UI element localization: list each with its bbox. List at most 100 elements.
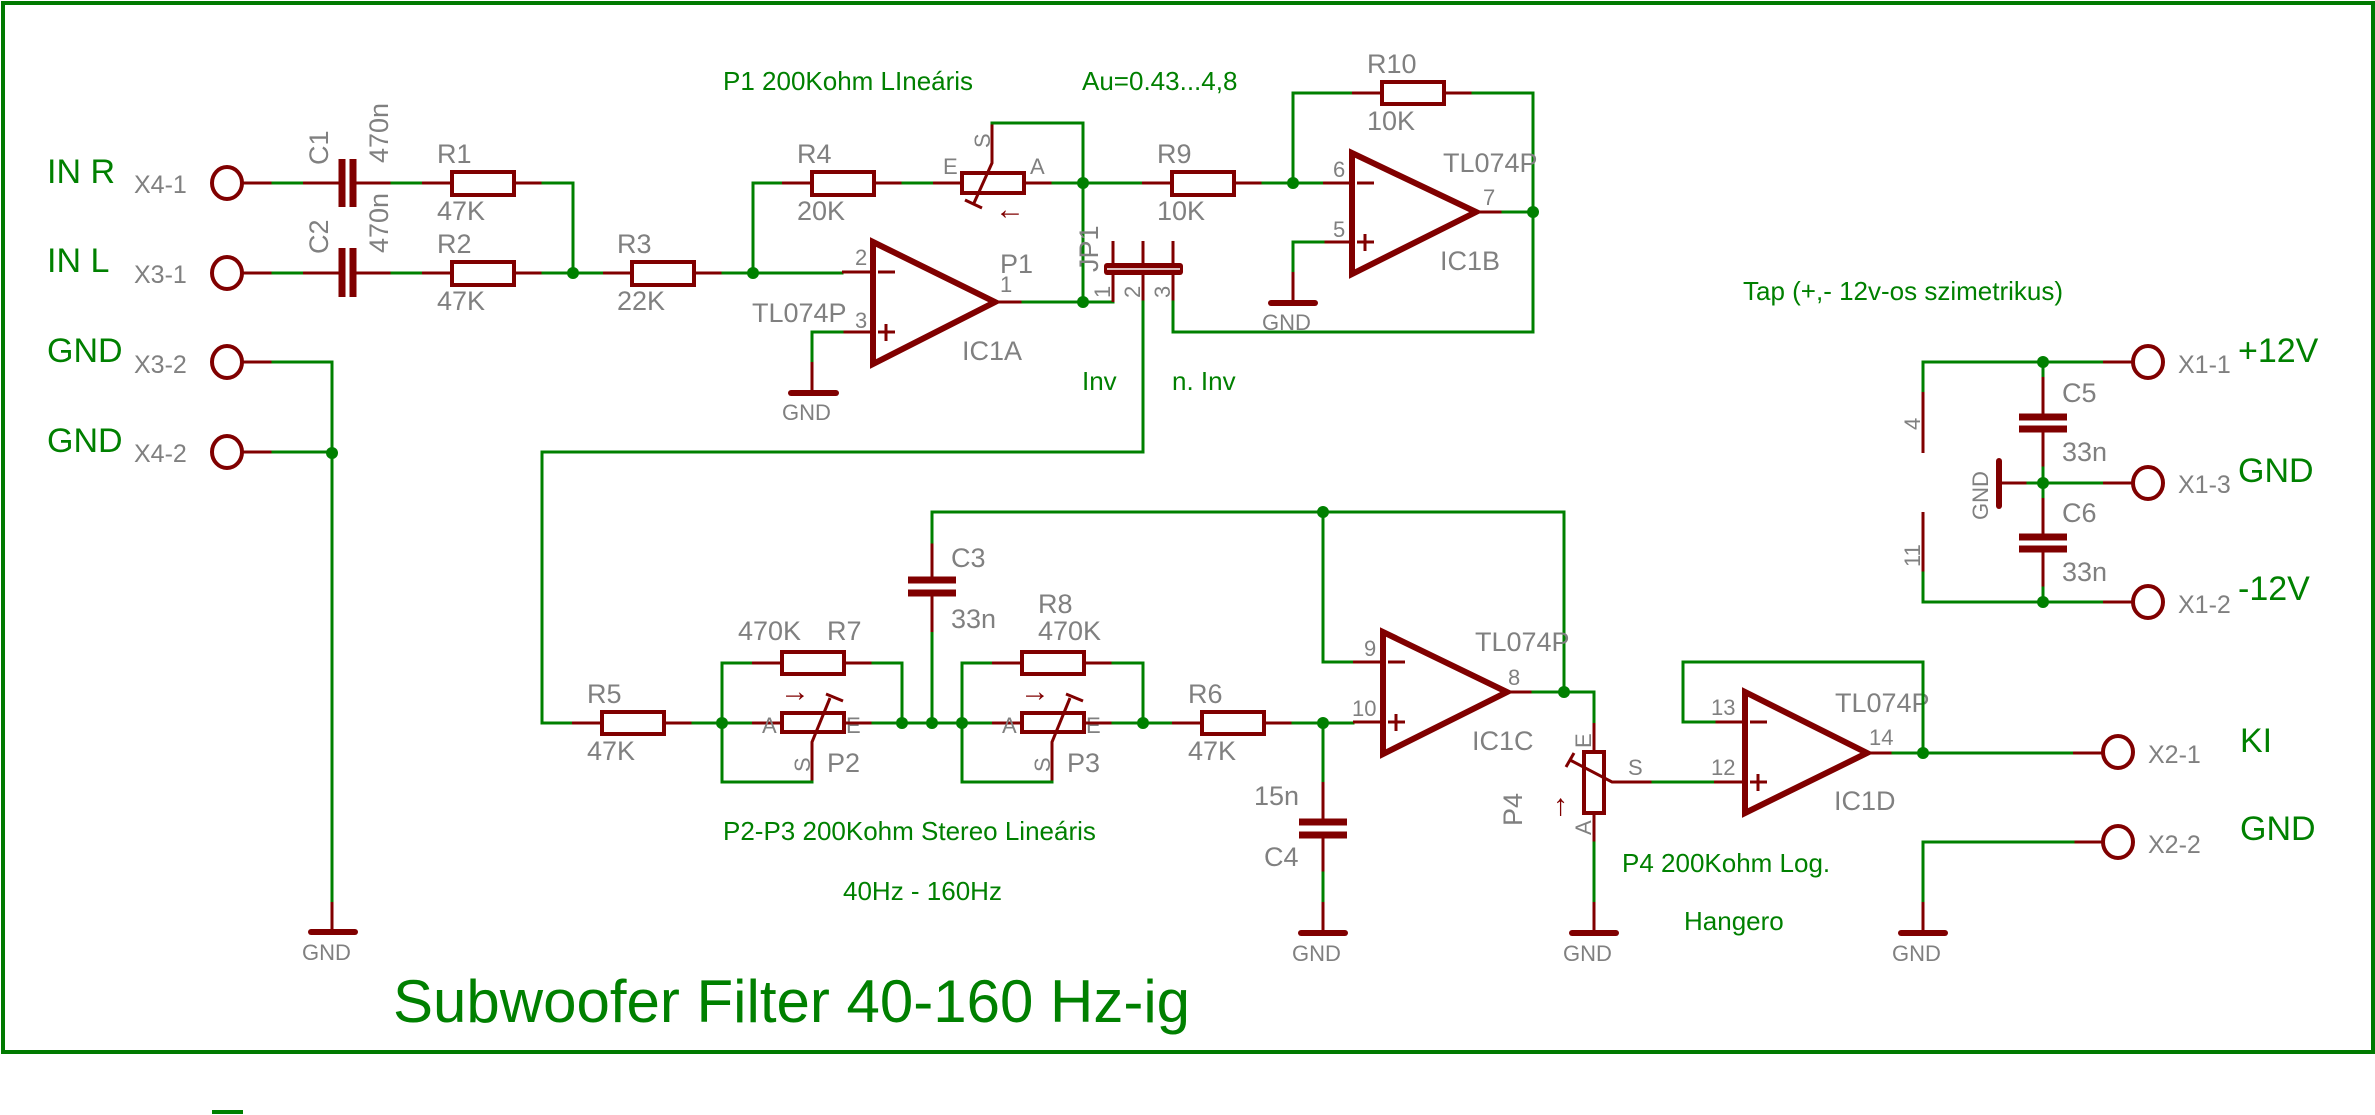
drawing-frame bbox=[1, 1, 2375, 1054]
jumper-jp1[interactable]: JP1 1 2 3 bbox=[1074, 225, 1183, 302]
r10-value: 10K bbox=[1367, 106, 1415, 136]
r7-value: 470K bbox=[738, 616, 801, 646]
pin-label: A bbox=[1030, 154, 1045, 179]
pad-icon[interactable] bbox=[2101, 734, 2135, 770]
c1-label: C1 bbox=[304, 130, 334, 165]
r10-body bbox=[1380, 80, 1446, 106]
pin-label: E bbox=[1571, 733, 1596, 748]
connector-x1-3[interactable]: X1-3 GND bbox=[2103, 452, 2314, 501]
c2-label: C2 bbox=[304, 219, 334, 254]
signal-label-gnd: GND bbox=[47, 332, 123, 370]
pin-number: 12 bbox=[1711, 755, 1735, 780]
pin-number: 5 bbox=[1333, 217, 1345, 242]
r2-value: 47K bbox=[437, 286, 485, 316]
r9-value: 10K bbox=[1157, 196, 1205, 226]
opamp-triangle bbox=[1349, 148, 1483, 279]
ref-label: IC1C bbox=[1472, 726, 1534, 756]
arrow-left-icon: ← bbox=[995, 193, 1025, 226]
connector-x3-1[interactable]: IN L X3-1 bbox=[47, 242, 273, 291]
opamp-ic1b[interactable]: 6 5 7 TL074P IC1B bbox=[1323, 148, 1538, 279]
r8-value: 470K bbox=[1038, 616, 1101, 646]
connector-name: X1-1 bbox=[2178, 351, 2231, 379]
connector-x1-1[interactable]: X1-1 +12V bbox=[2103, 332, 2319, 380]
arrow-right-icon: → bbox=[1020, 675, 1050, 708]
gnd-symbol: GND bbox=[1563, 902, 1619, 966]
connector-x4-1[interactable]: IN R X4-1 bbox=[47, 153, 273, 201]
pad-icon[interactable] bbox=[210, 165, 244, 201]
p3-body bbox=[1020, 711, 1086, 734]
signal-label-plus12v: +12V bbox=[2238, 332, 2319, 370]
r4-body bbox=[810, 170, 876, 197]
connector-name: X4-2 bbox=[134, 440, 187, 468]
r4-value: 20K bbox=[797, 196, 845, 226]
pin-number: 2 bbox=[1120, 286, 1145, 298]
pin-number: 2 bbox=[855, 245, 867, 270]
pin-number: 14 bbox=[1869, 725, 1893, 750]
note-gain: Au=0.43...4,8 bbox=[1082, 66, 1237, 96]
p2-label: P2 bbox=[827, 748, 860, 778]
pad-icon[interactable] bbox=[2131, 465, 2165, 501]
c5-value: 33n bbox=[2062, 437, 2107, 467]
pad-icon[interactable] bbox=[2131, 344, 2165, 380]
p2-potentiometer[interactable]: A E S → P2 bbox=[762, 675, 861, 782]
junction bbox=[1077, 296, 1089, 308]
r1-value: 47K bbox=[437, 196, 485, 226]
junction bbox=[896, 717, 908, 729]
junction bbox=[326, 447, 338, 459]
ref-label: IC1A bbox=[962, 336, 1022, 366]
pin-label: A bbox=[1571, 820, 1596, 835]
opamp-ic1a[interactable]: 2 3 1 TL074P IC1A bbox=[752, 237, 1023, 369]
p1-wiper bbox=[972, 123, 994, 204]
connector-x3-2[interactable]: GND X3-2 bbox=[47, 332, 273, 380]
svg-text:GND: GND bbox=[782, 400, 831, 425]
connector-x1-2[interactable]: X1-2 -12V bbox=[2103, 570, 2310, 620]
r8-body bbox=[1020, 650, 1086, 676]
pin-number: 10 bbox=[1352, 696, 1376, 721]
jp1-label: JP1 bbox=[1074, 225, 1104, 272]
c4-value: 15n bbox=[1254, 781, 1299, 811]
opamp-ic1c[interactable]: 9 10 8 TL074P IC1C bbox=[1352, 627, 1570, 759]
pin-number: 3 bbox=[1150, 286, 1175, 298]
pin-number: 8 bbox=[1508, 665, 1520, 690]
r3-body bbox=[630, 260, 696, 287]
svg-text:GND: GND bbox=[1892, 941, 1941, 966]
pin-label: A bbox=[1002, 713, 1017, 738]
r5-value: 47K bbox=[587, 736, 635, 766]
pin-number: 7 bbox=[1483, 185, 1495, 210]
p4-potentiometer[interactable]: ↑ E A S P4 bbox=[1498, 723, 1653, 843]
pad-icon[interactable] bbox=[210, 344, 244, 380]
pad-icon[interactable] bbox=[210, 434, 244, 470]
note-volume: Hangero bbox=[1684, 906, 1784, 936]
p3-potentiometer[interactable]: A E S → P3 bbox=[1002, 675, 1101, 782]
c5-label: C5 bbox=[2062, 378, 2097, 408]
pin-number: 11 bbox=[1900, 544, 1925, 567]
connector-x2-2[interactable]: X2-2 GND bbox=[2073, 810, 2316, 860]
gnd-symbol: GND bbox=[1262, 272, 1318, 335]
pin-label: E bbox=[1086, 713, 1101, 738]
arrow-up-icon: ↑ bbox=[1553, 789, 1568, 822]
pad-icon[interactable] bbox=[2131, 584, 2165, 620]
p2-wiper bbox=[810, 697, 832, 782]
r9-body bbox=[1170, 170, 1236, 197]
note-p1: P1 200Kohm LIneáris bbox=[723, 66, 973, 96]
opamp-ic1d[interactable]: 13 12 14 TL074P IC1D bbox=[1711, 687, 1930, 818]
connector-name: X3-2 bbox=[134, 351, 187, 379]
p4-body bbox=[1582, 750, 1606, 815]
opamp-triangle bbox=[870, 237, 1002, 369]
pad-icon[interactable] bbox=[2101, 824, 2135, 860]
pin-label: E bbox=[846, 713, 861, 738]
connector-x4-2[interactable]: GND X4-2 bbox=[47, 422, 273, 470]
pin-label: A bbox=[762, 713, 777, 738]
pin-number: 4 bbox=[1900, 418, 1925, 430]
gnd-symbol: GND bbox=[1968, 458, 2028, 520]
p1-potentiometer[interactable]: E A S ← bbox=[943, 123, 1045, 226]
pad-icon[interactable] bbox=[210, 255, 244, 291]
r1-body bbox=[450, 170, 516, 197]
junction bbox=[1917, 747, 1929, 759]
c6-label: C6 bbox=[2062, 498, 2097, 528]
signal-label-in-l: IN L bbox=[47, 242, 109, 280]
connector-x2-1[interactable]: X2-1 KI bbox=[2073, 722, 2272, 770]
r10-label: R10 bbox=[1367, 49, 1417, 79]
pin-label: S bbox=[790, 757, 815, 772]
connector-name: X2-1 bbox=[2148, 741, 2201, 769]
